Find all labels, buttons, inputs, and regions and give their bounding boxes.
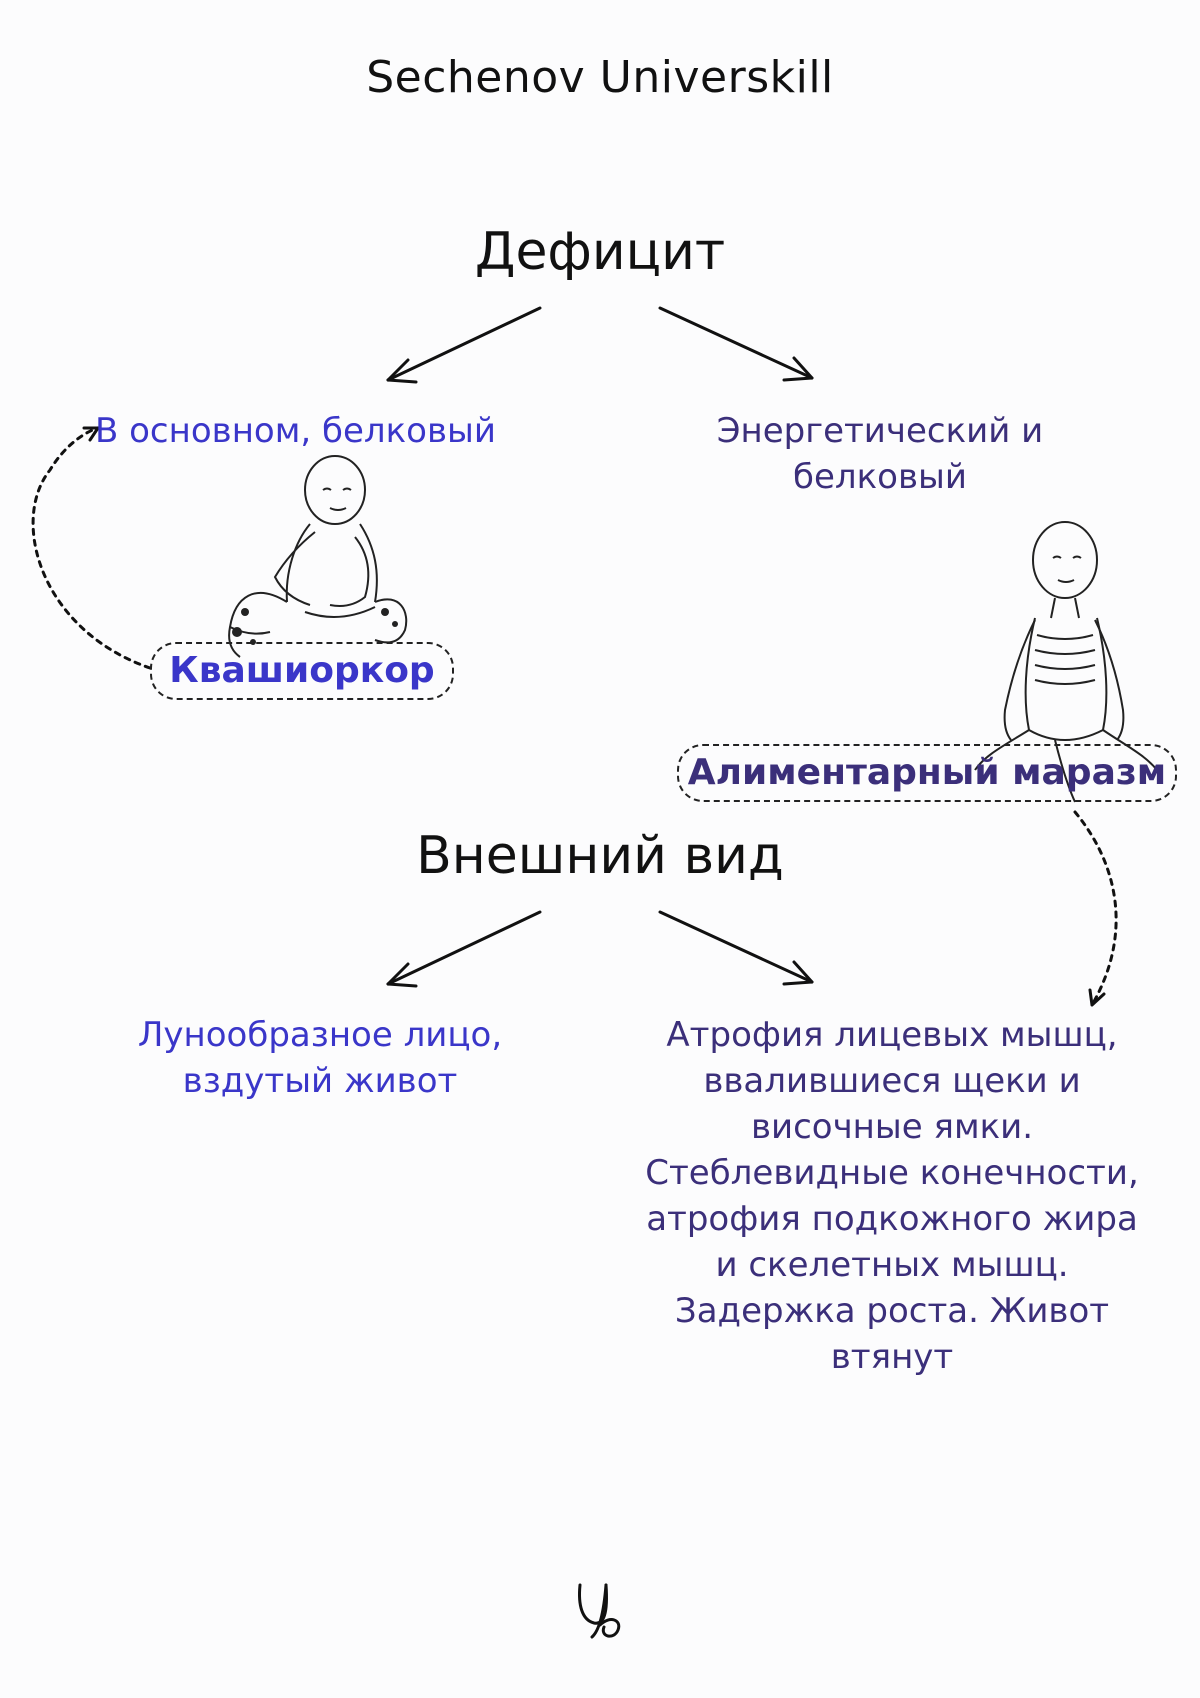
- marasmus-appearance-text: Атрофия лицевых мышц, ввалившиеся щеки и…: [645, 1015, 1139, 1377]
- protein-deficit-label: В основном, белковый: [95, 411, 496, 451]
- appearance-title: Внешний вид: [416, 826, 784, 886]
- energy-protein-deficit-label: Энергетический и белковый: [716, 411, 1044, 497]
- kwashiorkor-child-illustration: [215, 452, 415, 667]
- brand-title: Sechenov Universkill: [366, 52, 834, 103]
- marasmus-pill: Алиментарный маразм: [677, 744, 1177, 802]
- arrow-right-appearance: [658, 910, 814, 984]
- deficit-title: Дефицит: [474, 222, 726, 282]
- kwashiorkor-appearance-text: Лунообразное лицо, вздутый живот: [137, 1015, 503, 1101]
- dotted-connector-left: [31, 426, 152, 670]
- universkill-logo-icon: [570, 1575, 630, 1645]
- arrow-left-deficit: [386, 306, 542, 382]
- arrow-right-deficit: [658, 306, 814, 380]
- kwashiorkor-pill: Квашиоркор: [150, 642, 454, 700]
- marasmus-child-illustration: [965, 510, 1165, 810]
- arrow-left-appearance: [386, 910, 542, 986]
